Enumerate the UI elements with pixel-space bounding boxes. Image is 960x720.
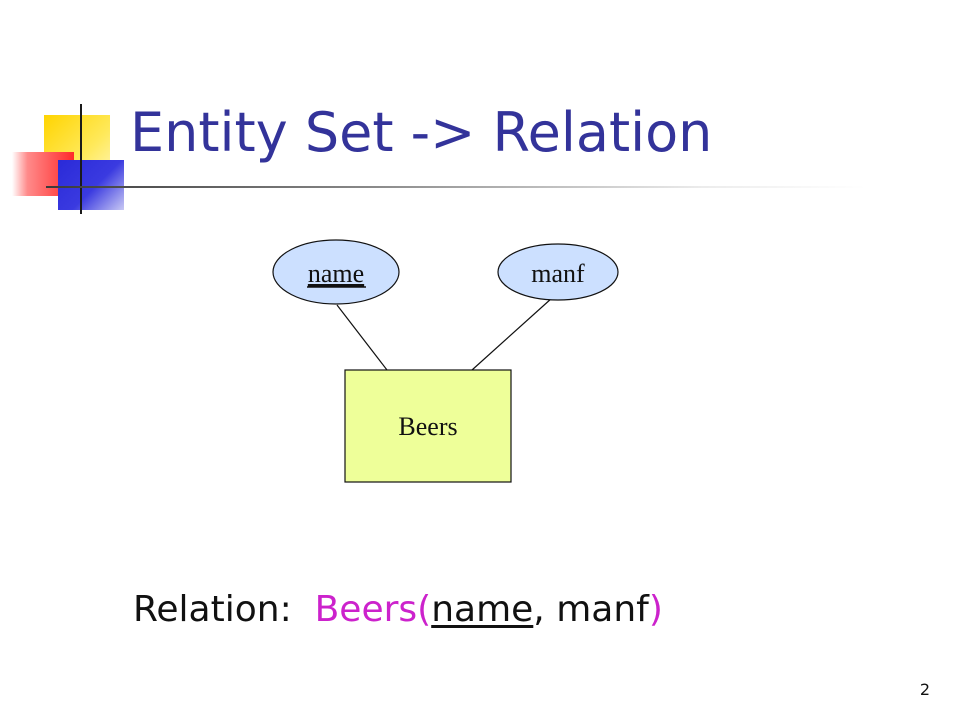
relation-label: Relation: [133, 589, 292, 630]
relation-schema: Relation: Beers(name, manf) [133, 592, 663, 628]
title-underline-rule [46, 186, 866, 188]
attribute-manf: manf [497, 243, 619, 301]
attribute-manf-ellipse [497, 243, 619, 301]
entity-beers-box [344, 369, 512, 483]
corner-logo [0, 0, 140, 230]
attribute-name: name [272, 239, 400, 305]
attribute-name-label: name [308, 259, 364, 288]
logo-vertical-rule [80, 104, 82, 214]
attribute-name-ellipse [272, 239, 400, 305]
relation-key-attribute: name [431, 589, 534, 630]
connector-manf-to-beers [471, 297, 553, 371]
attribute-manf-label: manf [531, 259, 585, 288]
relation-open-paren: ( [417, 589, 432, 630]
slide-title: Entity Set -> Relation [130, 101, 713, 164]
relation-name: Beers [314, 589, 418, 630]
entity-beers-label: Beers [398, 412, 457, 441]
logo-blue-square [58, 160, 124, 210]
page-number: 2 [919, 680, 930, 699]
connector-name-to-beers [336, 304, 388, 371]
entity-beers: Beers [344, 369, 512, 483]
relation-close-paren: ) [648, 589, 663, 630]
relation-attribute: manf [556, 589, 649, 630]
relation-separator: , [533, 589, 545, 630]
